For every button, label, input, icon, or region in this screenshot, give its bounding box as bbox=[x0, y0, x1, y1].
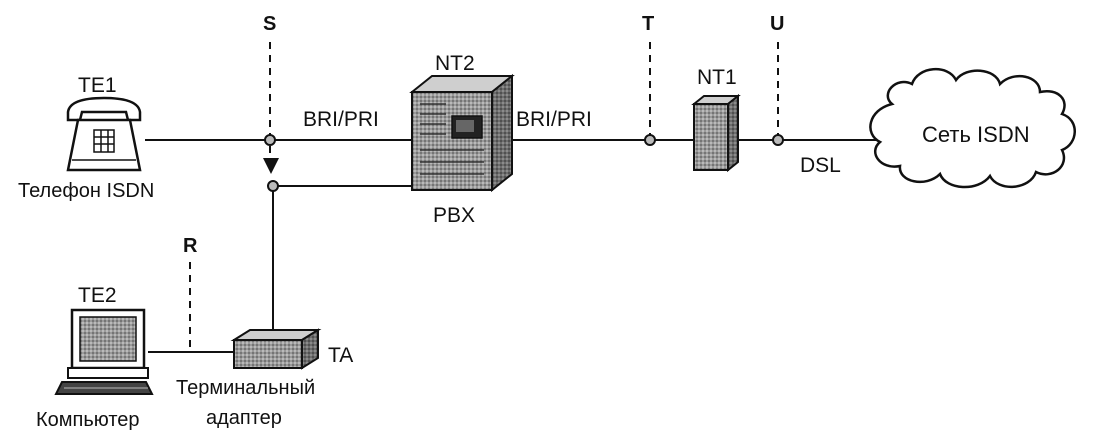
pbx-icon bbox=[409, 73, 515, 193]
isdn-cloud-icon bbox=[869, 67, 1076, 189]
s-arrow-icon bbox=[263, 158, 279, 174]
telephone-icon bbox=[66, 96, 142, 172]
nt1-icon bbox=[691, 93, 741, 173]
right-bri-pri-label: BRI/PRI bbox=[516, 108, 592, 131]
computer-icon bbox=[54, 308, 154, 395]
ta-caption-line1: Терминальный bbox=[176, 377, 315, 399]
ta-caption-line2: адаптер bbox=[206, 407, 282, 429]
te2-label: TE2 bbox=[78, 284, 117, 307]
u-point-circle bbox=[772, 134, 784, 146]
nt1-label: NT1 bbox=[697, 66, 737, 89]
te2-caption: Компьютер bbox=[36, 409, 140, 431]
te1-caption: Телефон ISDN bbox=[18, 180, 154, 202]
nt2-caption: PBX bbox=[433, 204, 475, 227]
ref-label-t: T bbox=[642, 13, 654, 35]
terminal-adapter-icon bbox=[230, 328, 322, 370]
te1-label: TE1 bbox=[78, 74, 117, 97]
left-bri-pri-label: BRI/PRI bbox=[303, 108, 379, 131]
ref-label-u: U bbox=[770, 13, 784, 35]
dsl-label: DSL bbox=[800, 154, 841, 177]
s-junction-circle bbox=[267, 180, 279, 192]
ref-label-s: S bbox=[263, 13, 276, 35]
t-point-circle bbox=[644, 134, 656, 146]
ref-label-r: R bbox=[183, 235, 198, 257]
s-point-circle bbox=[264, 134, 276, 146]
nt2-label: NT2 bbox=[435, 52, 475, 75]
ta-label: TA bbox=[328, 344, 353, 367]
network-label: Сеть ISDN bbox=[922, 122, 1030, 147]
